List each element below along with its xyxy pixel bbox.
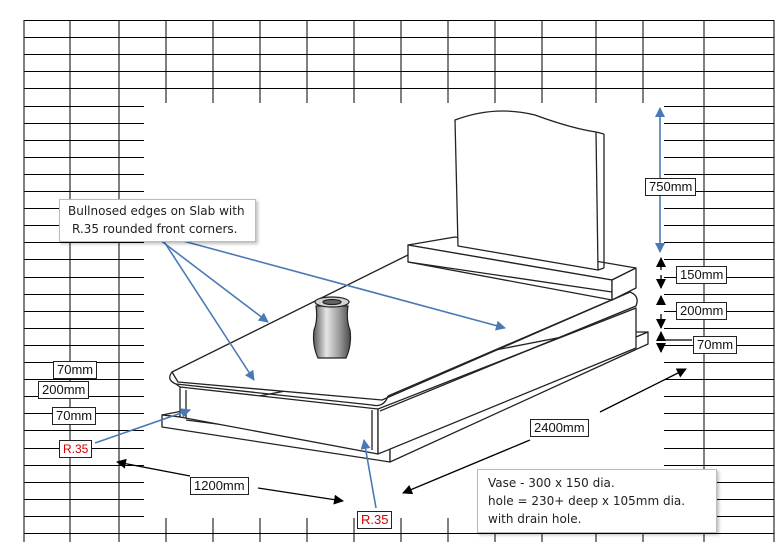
dim-left-radius: R.35 — [59, 440, 93, 458]
vase-note-line-3: with drain hole. — [488, 512, 582, 526]
dim-slab-height: 200mm — [676, 302, 728, 320]
callout-note: Bullnosed edges on Slab with R.35 rounde… — [59, 199, 256, 242]
dimension-arrows — [116, 257, 692, 505]
headstone — [454, 110, 599, 271]
dim-front-radius: R.35 — [357, 511, 393, 529]
dim-headstone-height: 750mm — [645, 178, 697, 196]
vase-note-line-1: Vase - 300 x 150 dia. — [488, 476, 615, 490]
dim-length: 2400mm — [530, 419, 589, 437]
dim-left-mid: 200mm — [38, 381, 90, 399]
vase — [312, 296, 352, 359]
grave-drawing — [161, 110, 649, 463]
vase-note: Vase - 300 x 150 dia. hole = 230+ deep x… — [477, 469, 717, 533]
dim-left-top: 70mm — [53, 361, 98, 379]
dim-width: 1200mm — [190, 477, 249, 495]
dim-base-height: 150mm — [676, 266, 728, 284]
vase-note-line-2: hole = 230+ deep x 105mm dia. — [488, 494, 686, 508]
headstone-base-side — [611, 267, 637, 301]
dim-plinth-height: 70mm — [693, 336, 738, 354]
callout-line-2: R.35 rounded front corners. — [72, 222, 238, 236]
callout-line-1: Bullnosed edges on Slab with — [68, 204, 245, 218]
dim-left-bottom: 70mm — [52, 407, 97, 425]
